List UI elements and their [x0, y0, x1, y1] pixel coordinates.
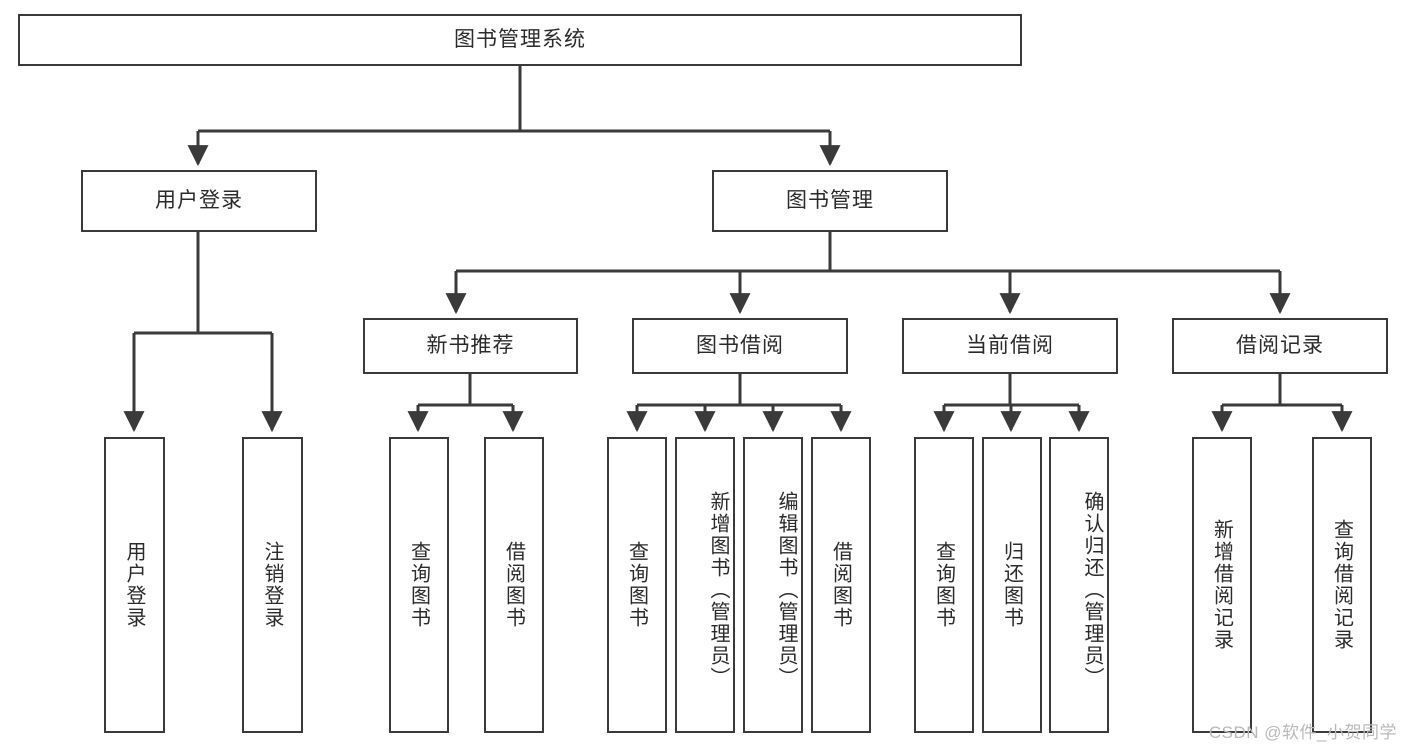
node-label: 查询图书 — [625, 541, 648, 629]
node-label: 注销登录 — [261, 541, 283, 629]
node-label: 图书借阅 — [696, 334, 784, 358]
node-label: 确认归还（管理员） — [1081, 491, 1103, 689]
node-current-borrow[interactable]: 当前借阅 — [902, 318, 1118, 374]
node-label: 查询图书 — [932, 541, 955, 629]
leaf-book-borrow-lend[interactable]: 借阅图书 — [811, 437, 871, 733]
leaf-book-borrow-add[interactable]: 新增图书（管理员） — [675, 437, 735, 733]
leaf-user-login-signin[interactable]: 用户登录 — [104, 437, 165, 733]
node-book-borrow[interactable]: 图书借阅 — [632, 318, 848, 374]
node-label: 归还图书 — [1000, 541, 1023, 629]
node-label: 新增借阅记录 — [1210, 519, 1233, 651]
node-label: 新书推荐 — [426, 334, 515, 358]
node-label: 借阅图书 — [502, 541, 525, 629]
node-user-login[interactable]: 用户登录 — [81, 170, 317, 232]
node-label: 查询借阅记录 — [1330, 519, 1353, 651]
leaf-current-borrow-confirm-return[interactable]: 确认归还（管理员） — [1049, 437, 1109, 733]
node-new-book-recommend[interactable]: 新书推荐 — [363, 318, 578, 374]
node-label: 用户登录 — [155, 189, 243, 213]
node-label: 当前借阅 — [966, 334, 1054, 358]
leaf-new-book-borrow[interactable]: 借阅图书 — [484, 437, 544, 733]
leaf-new-book-query[interactable]: 查询图书 — [389, 437, 449, 733]
leaf-book-borrow-edit[interactable]: 编辑图书（管理员） — [743, 437, 803, 733]
node-label: 借阅记录 — [1236, 334, 1324, 358]
node-label: 借阅图书 — [829, 541, 852, 629]
leaf-current-borrow-return[interactable]: 归还图书 — [982, 437, 1042, 733]
node-label: 新增图书（管理员） — [707, 491, 729, 689]
leaf-borrow-record-query[interactable]: 查询借阅记录 — [1312, 437, 1372, 733]
node-root[interactable]: 图书管理系统 — [18, 14, 1022, 66]
leaf-user-login-signout[interactable]: 注销登录 — [242, 437, 303, 733]
watermark: CSDN @软件_小贺同学 — [1208, 723, 1397, 742]
node-label: 用户登录 — [123, 541, 145, 629]
node-book-management[interactable]: 图书管理 — [712, 170, 948, 232]
leaf-borrow-record-add[interactable]: 新增借阅记录 — [1192, 437, 1252, 733]
node-label: 图书管理系统 — [454, 28, 586, 52]
node-label: 图书管理 — [786, 189, 874, 213]
node-borrow-record[interactable]: 借阅记录 — [1172, 318, 1388, 374]
node-label: 查询图书 — [407, 541, 430, 629]
node-label: 编辑图书（管理员） — [775, 491, 797, 689]
leaf-current-borrow-query[interactable]: 查询图书 — [914, 437, 974, 733]
leaf-book-borrow-query[interactable]: 查询图书 — [607, 437, 667, 733]
